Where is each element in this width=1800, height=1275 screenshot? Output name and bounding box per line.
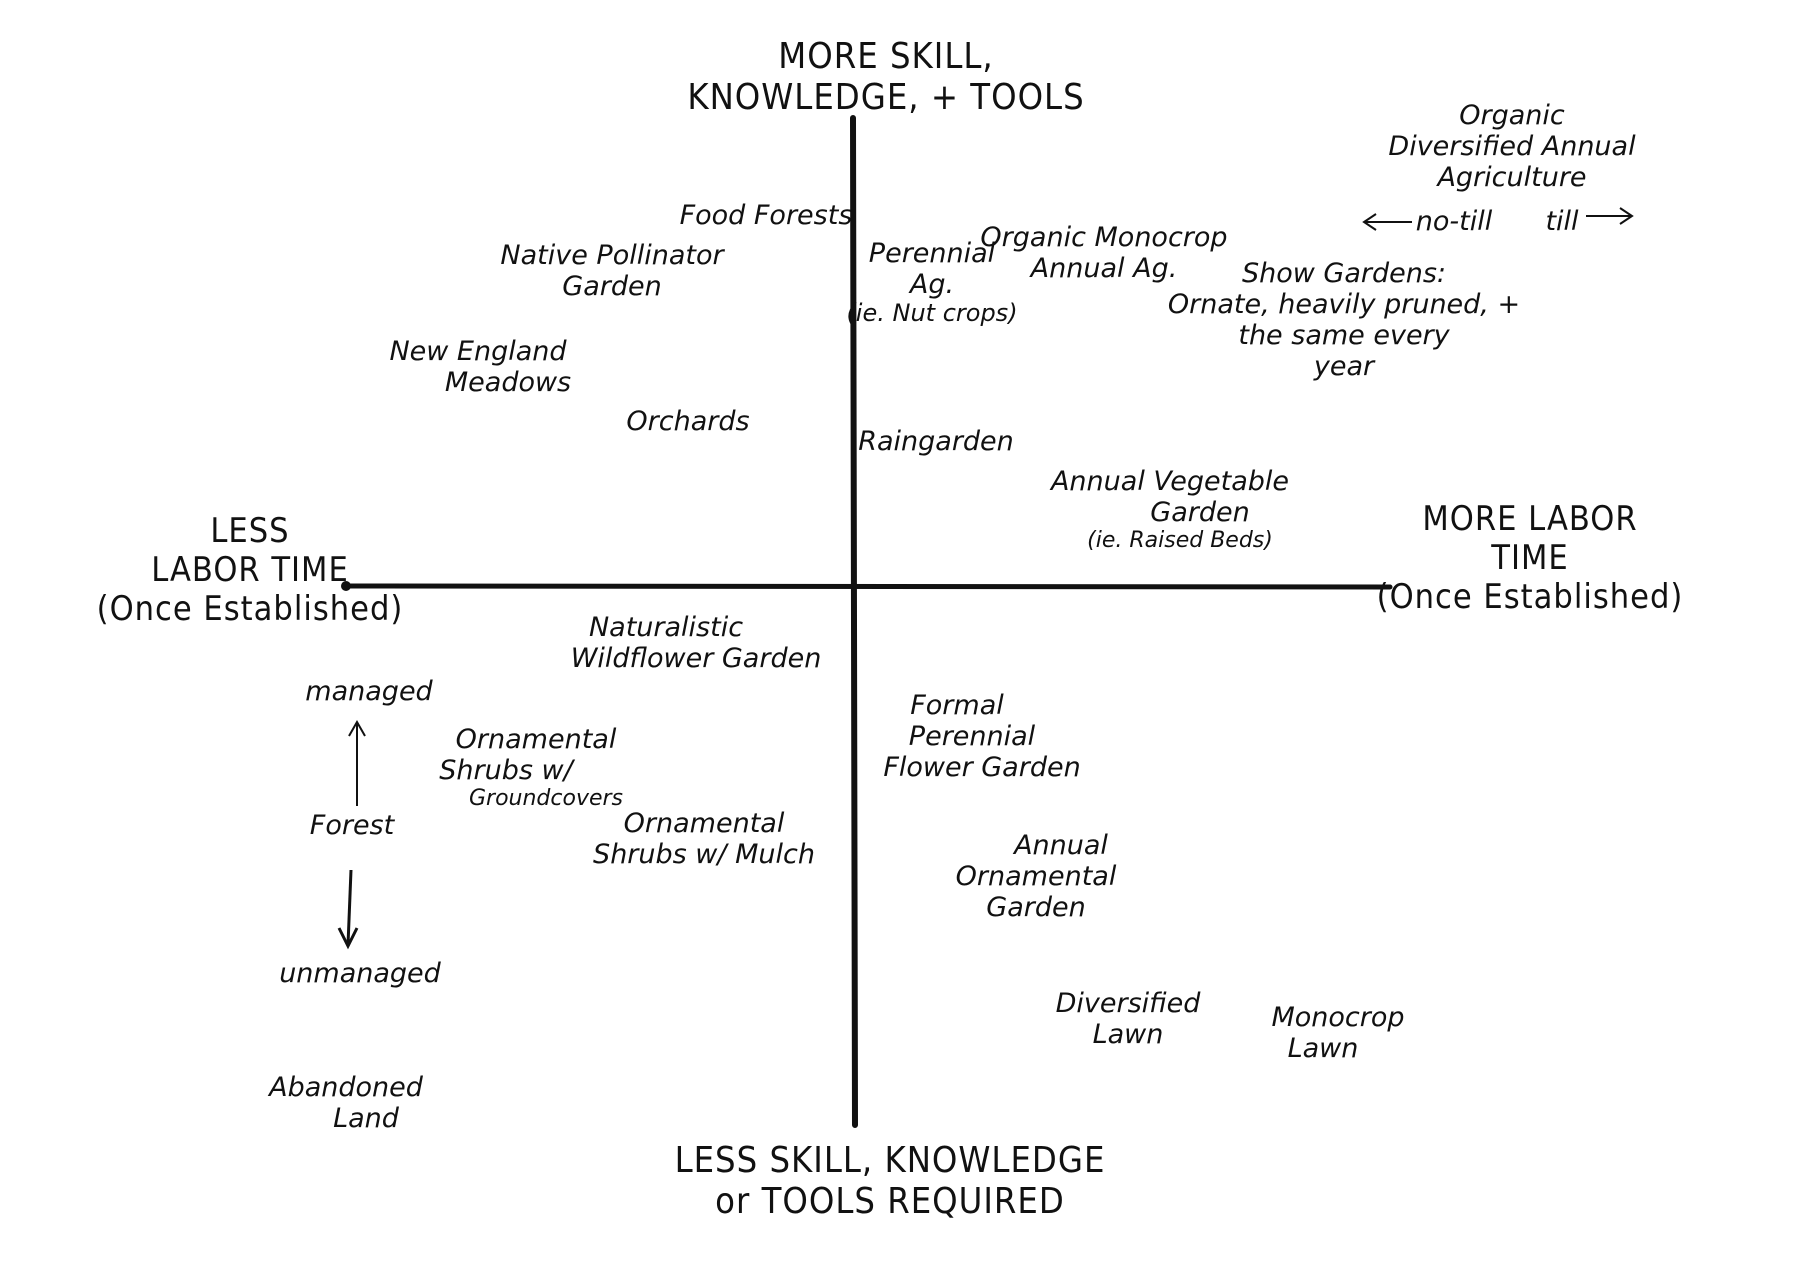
label-perennial-ag: Perennial Ag. (ie. Nut crops)	[846, 238, 1018, 328]
label-ornamental-shrubs-mulch: Ornamental Shrubs w/ Mulch	[593, 808, 815, 871]
label-organic-diversified: Organic Diversified Annual Agriculture	[1388, 100, 1636, 194]
axis-endpoint-dot	[341, 581, 351, 591]
label-no-till: no-till	[1415, 206, 1493, 237]
axis-label-left-line2: LABOR TIME	[151, 550, 349, 591]
arrow-up-head	[348, 719, 366, 737]
label-organic-monocrop: Organic Monocrop Annual Ag.	[980, 222, 1228, 285]
arrow-down-head	[337, 927, 359, 950]
label-raised-beds-note: (ie. Raised Beds)	[1087, 528, 1273, 554]
label-native-pollinator-garden: Native Pollinator Garden	[500, 240, 724, 303]
label-annual-ornamental-garden: Annual Ornamental Garden	[955, 830, 1117, 924]
label-show-gardens: Show Gardens: Ornate, heavily pruned, + …	[1167, 258, 1521, 383]
label-new-england-meadows: New England Meadows	[389, 336, 572, 399]
vertical-axis	[850, 115, 858, 1128]
axis-label-bottom: LESS SKILL, KNOWLEDGE or TOOLS REQUIRED	[675, 1140, 1106, 1223]
axis-label-left-line3: (Once Established)	[96, 589, 404, 630]
arrow-left-head	[1362, 213, 1377, 231]
label-abandoned-land: Abandoned Land	[269, 1072, 423, 1135]
label-naturalistic-wildflower-garden: Naturalistic Wildflower Garden	[570, 612, 822, 675]
axis-label-left: LESS LABOR TIME (Once Established)	[96, 511, 404, 630]
axis-label-top: MORE SKILL, KNOWLEDGE, + TOOLS	[687, 36, 1084, 119]
label-annual-vegetable-garden: Annual Vegetable Garden (ie. Raised Beds…	[1050, 466, 1290, 554]
horizontal-axis	[343, 583, 1393, 590]
arrow-down-line	[346, 869, 353, 946]
label-monocrop-lawn: Monocrop Lawn	[1271, 1002, 1405, 1065]
label-managed: managed	[305, 676, 433, 707]
label-ornamental-shrubs-groundcovers: Ornamental Shrubs w/ Groundcovers	[389, 724, 623, 811]
label-food-forests: Food Forests	[679, 200, 853, 231]
axis-label-bottom-line1: LESS SKILL, KNOWLEDGE	[674, 1140, 1106, 1181]
label-formal-perennial-flower-garden: Formal Perennial Flower Garden	[883, 690, 1081, 784]
label-unmanaged: unmanaged	[279, 958, 441, 989]
label-groundcovers: Groundcovers	[468, 786, 624, 812]
axis-label-top-line2: KNOWLEDGE, + TOOLS	[687, 77, 1085, 119]
label-raingarden: Raingarden	[858, 426, 1014, 457]
axis-label-left-line1: LESS	[210, 511, 290, 551]
axis-label-top-line1: MORE SKILL,	[778, 36, 994, 77]
axis-label-right-line1: MORE LABOR	[1422, 499, 1638, 539]
axis-label-right-line2: TIME	[1491, 538, 1569, 579]
label-forest: Forest	[309, 810, 395, 841]
label-till: till	[1545, 206, 1579, 237]
axis-label-right: MORE LABOR TIME (Once Established)	[1376, 499, 1684, 618]
axis-label-right-line3: (Once Established)	[1376, 577, 1684, 618]
arrow-right-head	[1619, 207, 1634, 225]
axis-label-bottom-line2: or TOOLS REQUIRED	[715, 1181, 1065, 1223]
label-orchards: Orchards	[626, 406, 750, 437]
label-diversified-lawn: Diversified Lawn	[1055, 988, 1201, 1051]
